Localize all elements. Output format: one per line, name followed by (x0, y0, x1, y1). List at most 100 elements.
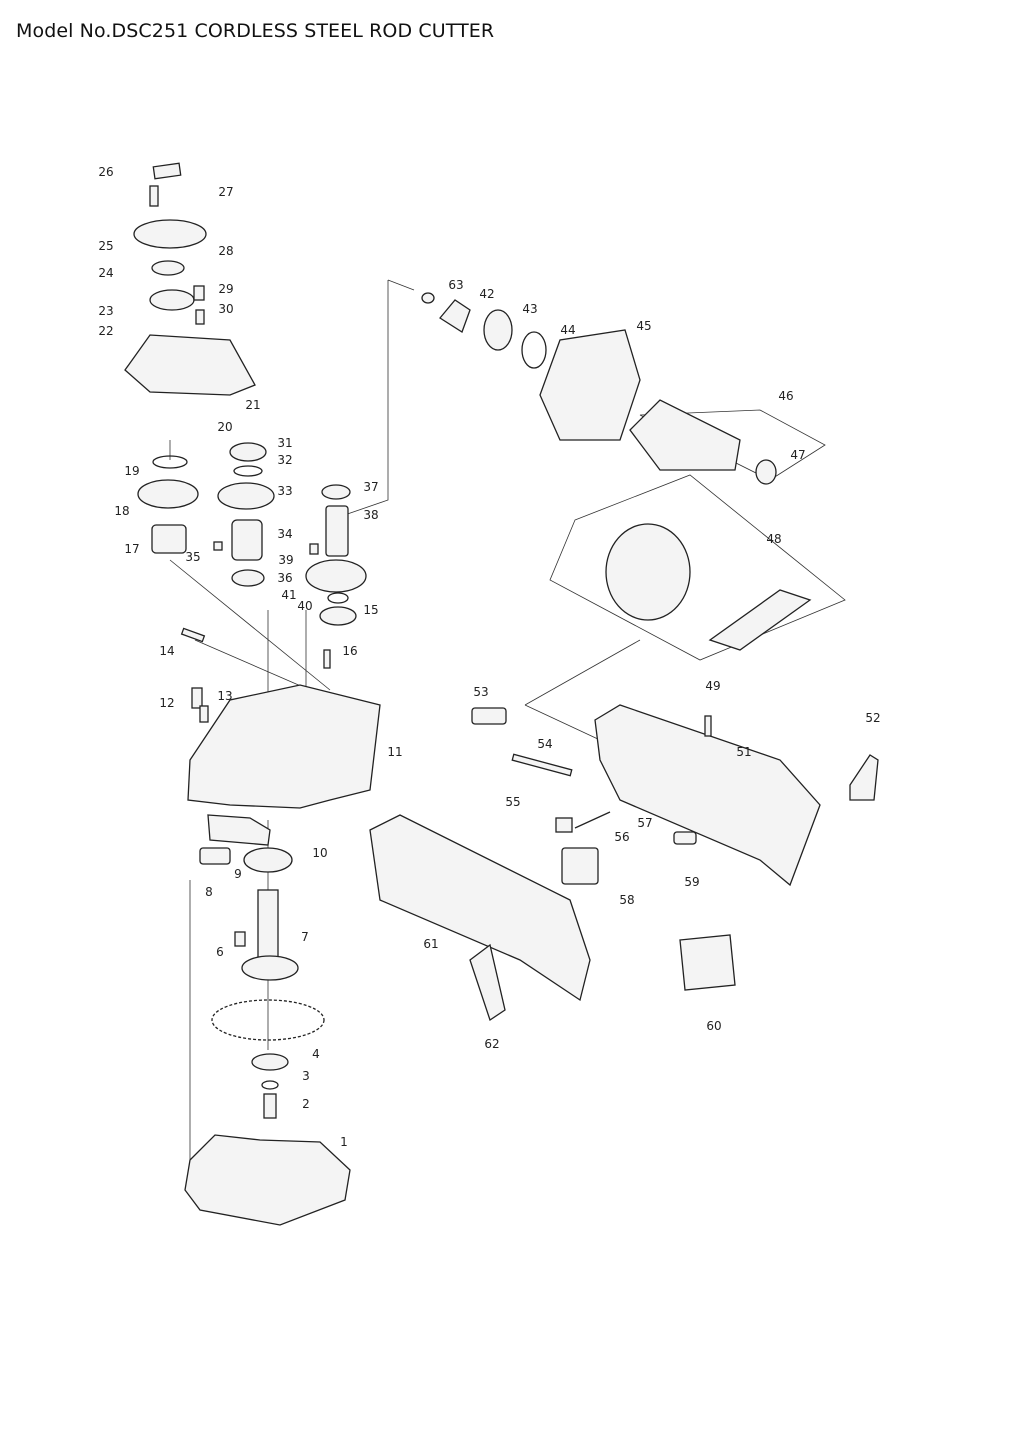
part-3-washer (261, 1080, 279, 1090)
part-14-screw (180, 627, 206, 643)
part-number-label-27: 27 (218, 185, 234, 199)
part-number-label-58: 58 (619, 893, 635, 907)
part-28-cover (133, 219, 207, 249)
part-52-bracket (849, 754, 879, 801)
part-17-sleeve (151, 524, 187, 554)
part-58-controller (561, 847, 599, 885)
part-2-bolt (263, 1093, 277, 1119)
part-39-pin (309, 543, 319, 555)
part-16-pin (323, 649, 331, 669)
part-number-label-49: 49 (705, 679, 721, 693)
part-number-label-4: 4 (312, 1047, 320, 1061)
part-number-label-46: 46 (778, 389, 794, 403)
part-8-plate (199, 847, 231, 865)
part-number-label-28: 28 (218, 244, 234, 258)
assembly-line (387, 279, 415, 291)
part-number-label-18: 18 (114, 504, 130, 518)
part-number-label-51: 51 (736, 745, 752, 759)
part-number-label-7: 7 (301, 930, 309, 944)
part-number-label-61: 61 (423, 937, 439, 951)
part-30-spring (195, 309, 205, 325)
part-46-armature (629, 399, 741, 471)
part-number-label-17: 17 (124, 542, 140, 556)
part-29-pin (193, 285, 205, 301)
part-49-screw (704, 715, 712, 737)
part-number-label-2: 2 (302, 1097, 310, 1111)
part-7-spindle (257, 889, 279, 961)
part-number-label-30: 30 (218, 302, 234, 316)
part-62-cover (469, 943, 506, 1022)
part-number-label-52: 52 (865, 711, 881, 725)
saw-blade (211, 999, 325, 1041)
part-number-label-11: 11 (387, 745, 403, 759)
part-4-flange (251, 1053, 289, 1071)
part-42-pinion (439, 299, 471, 333)
assembly-line (329, 280, 389, 521)
part-number-label-23: 23 (98, 304, 114, 318)
part-63-nut (421, 292, 435, 304)
part-40-washer (327, 592, 349, 604)
part-55-switch (555, 817, 573, 833)
part-number-label-29: 29 (218, 282, 234, 296)
part-15-bearing (319, 606, 357, 626)
part-number-label-54: 54 (537, 737, 553, 751)
part-10-bearing (243, 847, 293, 873)
part-54-lever (511, 753, 573, 777)
part-number-label-3: 3 (302, 1069, 310, 1083)
part-number-label-53: 53 (473, 685, 489, 699)
part-25-ring (151, 260, 185, 276)
part-31-bearing (229, 442, 267, 462)
part-number-label-38: 38 (363, 508, 379, 522)
part-38-spiral-gear (325, 505, 349, 557)
part-number-label-62: 62 (484, 1037, 500, 1051)
part-6-key (234, 931, 246, 947)
part-number-label-59: 59 (684, 875, 700, 889)
part-number-label-24: 24 (98, 266, 114, 280)
part-27-label-plate (152, 162, 182, 180)
assembly-line (524, 639, 641, 706)
part-number-label-44: 44 (560, 323, 576, 337)
part-37-washer (321, 484, 351, 500)
part-9-plate (207, 814, 271, 846)
part-number-label-42: 42 (479, 287, 495, 301)
part-number-label-16: 16 (342, 644, 358, 658)
part-19-circlip (152, 455, 188, 469)
part-number-label-6: 6 (216, 945, 224, 959)
part-26-screw (149, 185, 159, 207)
part-number-label-31: 31 (277, 436, 293, 450)
part-number-label-41: 41 (281, 588, 297, 602)
part-number-label-37: 37 (363, 480, 379, 494)
assembly-line (169, 559, 331, 691)
part-number-label-22: 22 (98, 324, 114, 338)
part-56-spring (574, 811, 611, 829)
part-34-shaft-gear (231, 519, 263, 561)
part-18-gear (137, 479, 199, 509)
part-number-label-36: 36 (277, 571, 293, 585)
part-number-label-12: 12 (159, 696, 175, 710)
part-number-label-39: 39 (278, 553, 294, 567)
part-60-terminal (679, 934, 736, 991)
part-number-label-60: 60 (706, 1019, 722, 1033)
part-59-led (673, 831, 697, 845)
part-24-bearing (149, 289, 195, 311)
part-number-label-21: 21 (245, 398, 261, 412)
part-number-label-8: 8 (205, 885, 213, 899)
part-48-stator (605, 523, 691, 621)
page-title: Model No.DSC251 CORDLESS STEEL ROD CUTTE… (16, 20, 495, 42)
assembly-line (524, 704, 601, 741)
part-number-label-57: 57 (637, 816, 653, 830)
part-number-label-26: 26 (98, 165, 114, 179)
part-number-label-15: 15 (363, 603, 379, 617)
part-number-label-19: 19 (124, 464, 140, 478)
part-61-housing-left (369, 814, 591, 1002)
part-number-label-63: 63 (448, 278, 464, 292)
part-number-label-55: 55 (505, 795, 521, 809)
part-12-screw (191, 687, 203, 709)
part-7-flange (241, 955, 299, 981)
part-number-label-56: 56 (614, 830, 630, 844)
part-number-label-45: 45 (636, 319, 652, 333)
assembly-line (194, 639, 311, 691)
part-48-switch-board (708, 589, 812, 651)
part-41-bevel-gear (305, 559, 367, 593)
